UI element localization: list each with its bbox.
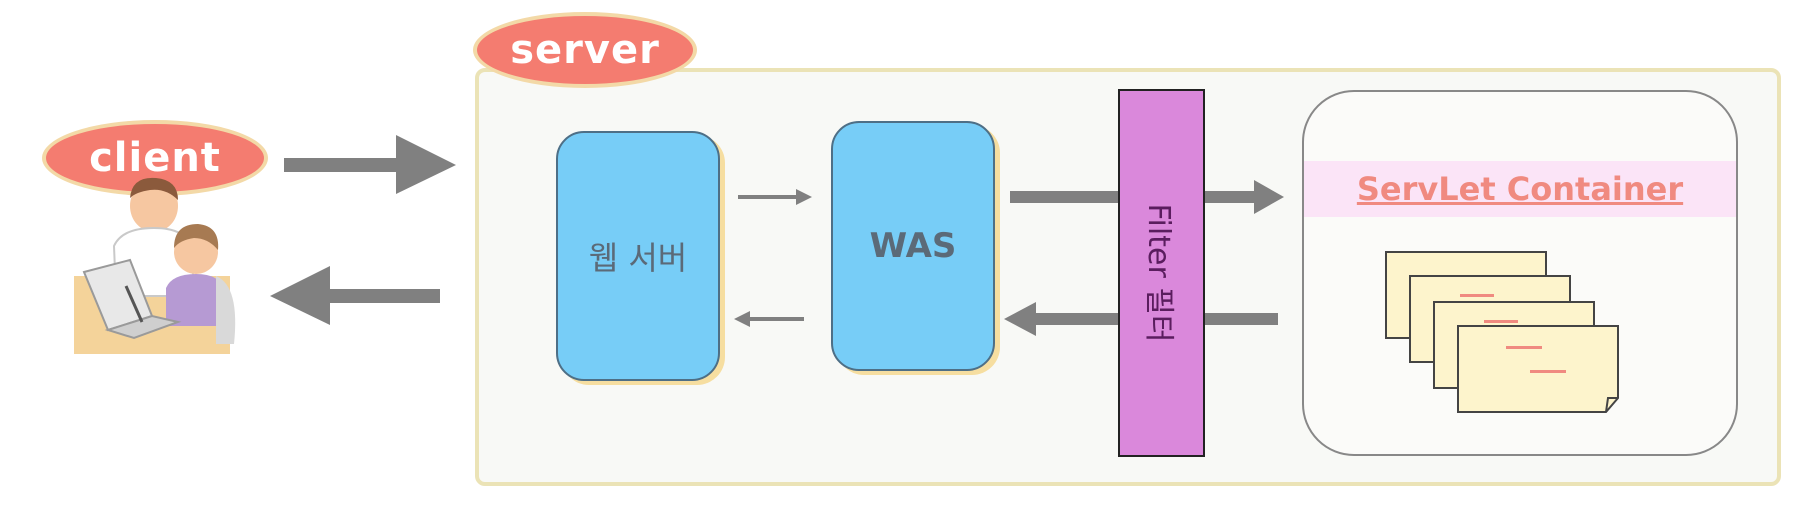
server-label: server: [473, 12, 697, 88]
servlet-documents-icon: [1385, 251, 1619, 413]
was-label: WAS: [869, 226, 957, 266]
response-arrow-icon: [270, 266, 440, 325]
filter-label: Filter 필터: [1140, 203, 1176, 343]
web-server-label: 웹 서버: [588, 239, 688, 277]
client-illustration-icon: [74, 177, 236, 354]
servlet-container-title: ServLet Container: [1356, 170, 1684, 208]
web-to-was-arrow-icon: [738, 189, 812, 205]
request-arrow-icon: [284, 135, 456, 194]
was-box: WAS: [831, 121, 995, 371]
was-to-web-arrow-icon: [734, 311, 804, 327]
servlet-container-band: [1304, 161, 1736, 217]
filter-bar: Filter 필터: [1118, 89, 1205, 457]
web-server-box: 웹 서버: [556, 131, 720, 381]
